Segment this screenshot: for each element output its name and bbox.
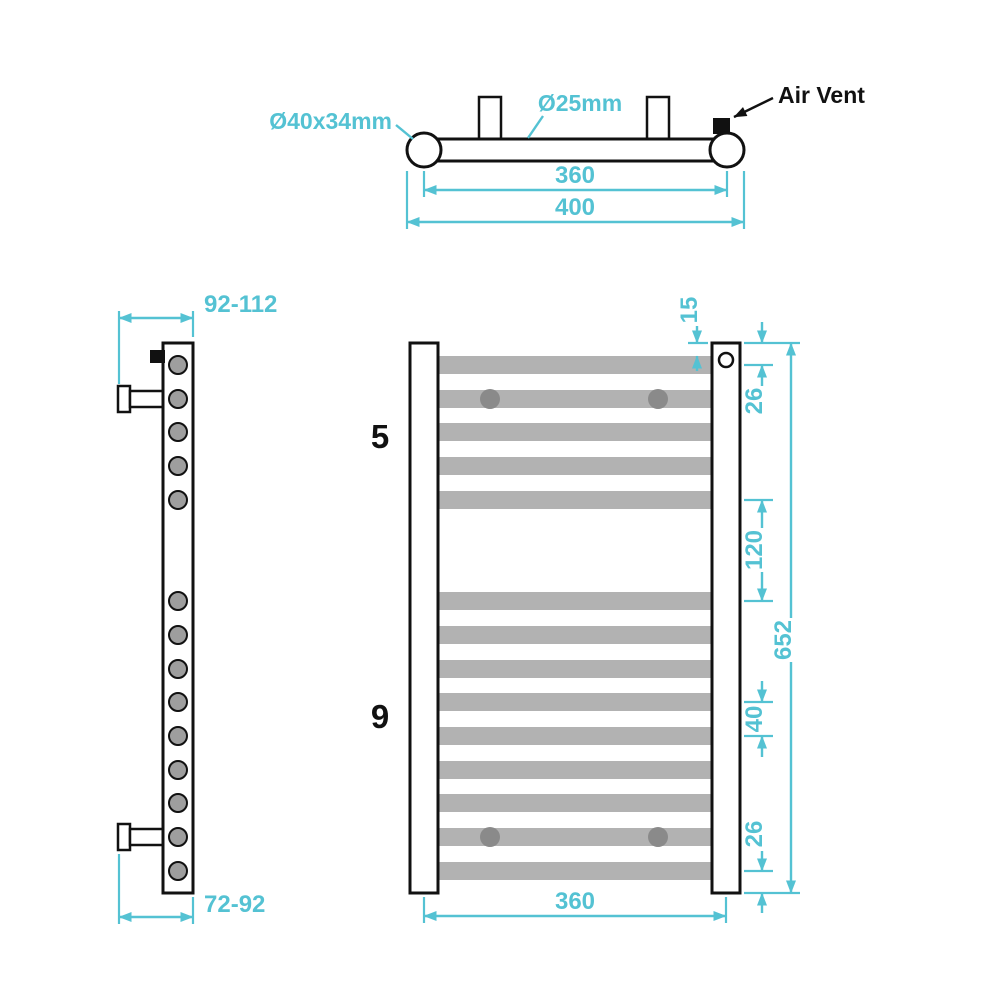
top-view-left-fitting <box>405 131 443 169</box>
side-bar-end <box>168 726 188 746</box>
front-view-dimensions: 15 26 120 40 26 652 360 <box>422 297 800 923</box>
side-bar-end <box>168 591 188 611</box>
top-view: Ø40x34mm Ø25mm Air Vent 360 400 <box>269 82 865 229</box>
towel-bar <box>430 660 720 678</box>
tube-leader-line <box>527 115 544 139</box>
towel-bar <box>430 491 720 509</box>
side-bracket-bottom-plate <box>116 822 132 852</box>
top-centers-width-dim: 360 <box>555 162 595 189</box>
towel-bar <box>430 761 720 779</box>
side-bar-end <box>168 355 188 375</box>
side-bracket-top-arm <box>128 389 167 409</box>
bar-pitch-dim: 40 <box>741 706 768 733</box>
wall-mount-point <box>648 389 668 409</box>
top-view-bracket-right <box>645 95 671 143</box>
towel-bar <box>430 693 720 711</box>
side-bar-end <box>168 659 188 679</box>
top-wall-distance-dim: 92-112 <box>204 291 277 318</box>
side-bar-end <box>168 422 188 442</box>
side-bar-end <box>168 490 188 510</box>
side-bar-end <box>168 760 188 780</box>
lower-bar-count-label: 9 <box>371 698 389 735</box>
wall-mount-point <box>480 827 500 847</box>
upper-bar-count-label: 5 <box>371 418 389 455</box>
top-view-tube <box>422 137 729 163</box>
bottom-to-last-bar-dim: 26 <box>741 821 768 848</box>
air-vent-label: Air Vent <box>778 82 865 108</box>
towel-bar <box>430 794 720 812</box>
towel-bar <box>430 592 720 610</box>
side-bar-end <box>168 625 188 645</box>
side-bar-end <box>168 456 188 476</box>
side-bracket-top-plate <box>116 384 132 414</box>
top-view-right-fitting <box>708 131 746 169</box>
top-gap-dim: 15 <box>676 297 703 324</box>
front-right-tube <box>710 341 742 895</box>
fitting-leader-line <box>395 124 414 140</box>
towel-bar <box>430 390 720 408</box>
side-view: 92-112 72-92 <box>116 291 277 924</box>
towel-bar <box>430 828 720 846</box>
towel-bar <box>430 626 720 644</box>
side-bar-end <box>168 827 188 847</box>
towel-bar <box>430 356 720 374</box>
top-overall-width-dim: 400 <box>555 194 595 221</box>
top-view-bracket-left <box>477 95 503 143</box>
wall-mount-point <box>480 389 500 409</box>
air-vent-leader-arrow <box>733 96 774 119</box>
middle-gap-dim: 120 <box>741 530 768 570</box>
towel-bar <box>430 862 720 880</box>
fitting-size-label: Ø40x34mm <box>269 108 392 134</box>
side-bracket-bottom-arm <box>128 827 167 847</box>
front-left-tube <box>408 341 440 895</box>
side-bar-end <box>168 793 188 813</box>
front-air-vent-circle <box>717 351 735 369</box>
bottom-wall-distance-dim: 72-92 <box>204 891 265 918</box>
side-bar-end <box>168 861 188 881</box>
side-bar-end <box>168 692 188 712</box>
tube-diameter-label: Ø25mm <box>538 90 622 116</box>
towel-bar <box>430 727 720 745</box>
towel-bar <box>430 423 720 441</box>
side-bar-end <box>168 389 188 409</box>
front-view: 5 9 <box>371 341 742 895</box>
tube-centers-width-dim: 360 <box>555 888 595 915</box>
air-vent-square <box>713 118 730 134</box>
top-to-first-bar-dim: 26 <box>741 388 768 415</box>
side-air-vent <box>150 350 165 363</box>
overall-height-dim: 652 <box>770 620 797 660</box>
towel-bar <box>430 457 720 475</box>
wall-mount-point <box>648 827 668 847</box>
